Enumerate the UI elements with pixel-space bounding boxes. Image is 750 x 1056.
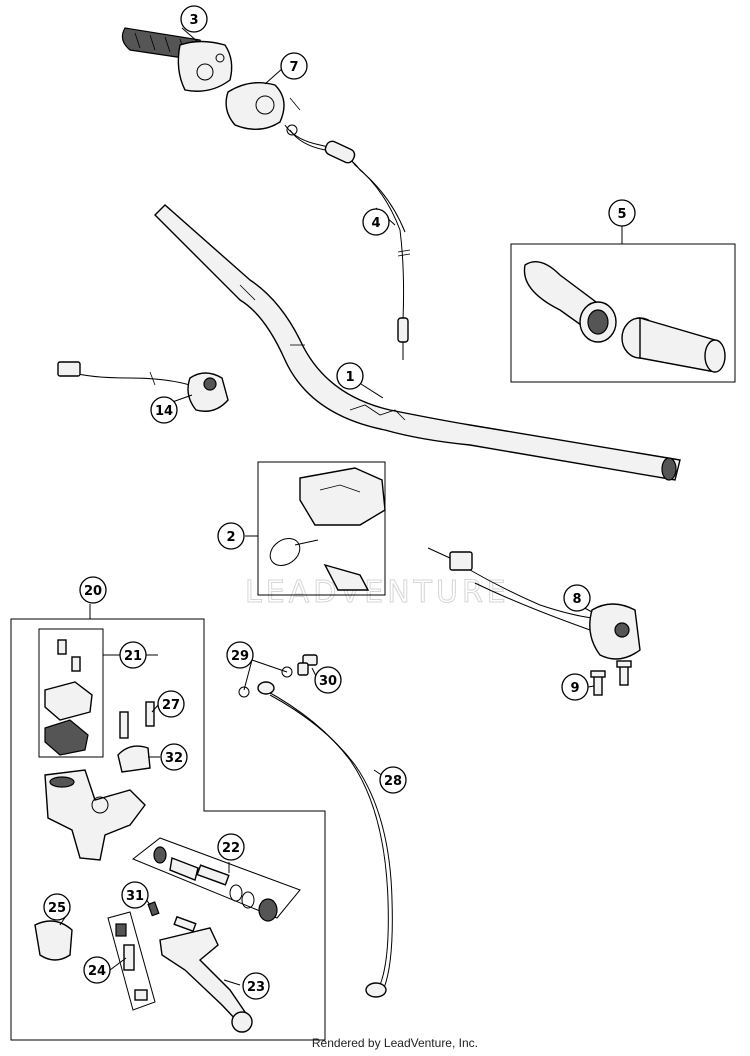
master-cylinder-outline	[10, 604, 326, 1041]
switch-screws[interactable]	[590, 660, 632, 696]
callout-25[interactable]: 25	[43, 893, 71, 921]
callout-20[interactable]: 20	[79, 576, 107, 604]
svg-text:7: 7	[289, 60, 298, 75]
callout-29[interactable]: 29	[226, 641, 254, 669]
clamp-screws[interactable]	[119, 701, 155, 739]
svg-text:27: 27	[162, 698, 180, 713]
svg-text:22: 22	[222, 841, 240, 856]
banjo-bolt[interactable]	[297, 654, 318, 676]
callout-27[interactable]: 27	[157, 690, 185, 718]
master-cylinder-body[interactable]	[44, 769, 146, 861]
brake-lever[interactable]	[159, 915, 253, 1033]
handlebar[interactable]	[154, 204, 681, 481]
callout-21[interactable]: 21	[119, 641, 147, 669]
reservoir-cap-kit[interactable]	[38, 628, 104, 758]
brake-line[interactable]	[257, 681, 393, 998]
throttle-housing[interactable]	[225, 82, 301, 130]
svg-text:5: 5	[617, 207, 626, 222]
svg-text:2: 2	[226, 530, 235, 545]
svg-text:20: 20	[84, 584, 102, 599]
callout-5[interactable]: 5	[608, 199, 636, 227]
callout-32[interactable]: 32	[160, 743, 188, 771]
svg-text:29: 29	[231, 649, 249, 664]
svg-text:30: 30	[319, 674, 337, 689]
watermark-text: LEADVENTURE	[245, 575, 510, 610]
callout-2[interactable]: 2	[217, 522, 245, 550]
svg-text:4: 4	[371, 216, 380, 231]
svg-text:1: 1	[345, 370, 354, 385]
svg-text:9: 9	[570, 681, 579, 696]
grip-set[interactable]	[510, 226, 736, 383]
piston-kit[interactable]	[132, 837, 301, 922]
clamp-half[interactable]	[117, 745, 151, 773]
svg-text:28: 28	[384, 774, 402, 789]
handlebar-clamp-kit[interactable]	[257, 461, 386, 596]
banjo-washers[interactable]	[238, 666, 293, 698]
svg-text:23: 23	[247, 980, 265, 995]
svg-text:3: 3	[189, 13, 198, 28]
lever-boot[interactable]	[34, 920, 73, 961]
throttle-grip-assembly[interactable]	[121, 27, 233, 92]
callout-1[interactable]: 1	[336, 362, 364, 390]
svg-text:25: 25	[48, 901, 66, 916]
callout-14[interactable]: 14	[150, 396, 178, 424]
svg-text:31: 31	[126, 889, 144, 904]
svg-text:14: 14	[155, 404, 173, 419]
callout-30[interactable]: 30	[314, 666, 342, 694]
pin[interactable]	[147, 901, 160, 917]
callout-4[interactable]: 4	[362, 208, 390, 236]
callout-7[interactable]: 7	[280, 52, 308, 80]
callout-22[interactable]: 22	[217, 833, 245, 861]
right-switch[interactable]	[427, 547, 641, 660]
callout-23[interactable]: 23	[242, 972, 270, 1000]
svg-text:32: 32	[165, 751, 183, 766]
svg-text:8: 8	[572, 592, 581, 607]
callout-3[interactable]: 3	[180, 5, 208, 33]
render-credit: Rendered by LeadVenture, Inc.	[311, 1036, 478, 1050]
callout-31[interactable]: 31	[121, 881, 149, 909]
svg-text:24: 24	[88, 964, 106, 979]
svg-text:21: 21	[124, 649, 142, 664]
throttle-cable[interactable]	[284, 124, 411, 360]
callout-28[interactable]: 28	[379, 766, 407, 794]
callout-8[interactable]: 8	[563, 584, 591, 612]
callout-24[interactable]: 24	[83, 956, 111, 984]
callout-9[interactable]: 9	[561, 673, 589, 701]
kill-switch[interactable]	[57, 361, 229, 412]
adjuster-kit[interactable]	[107, 911, 156, 1011]
